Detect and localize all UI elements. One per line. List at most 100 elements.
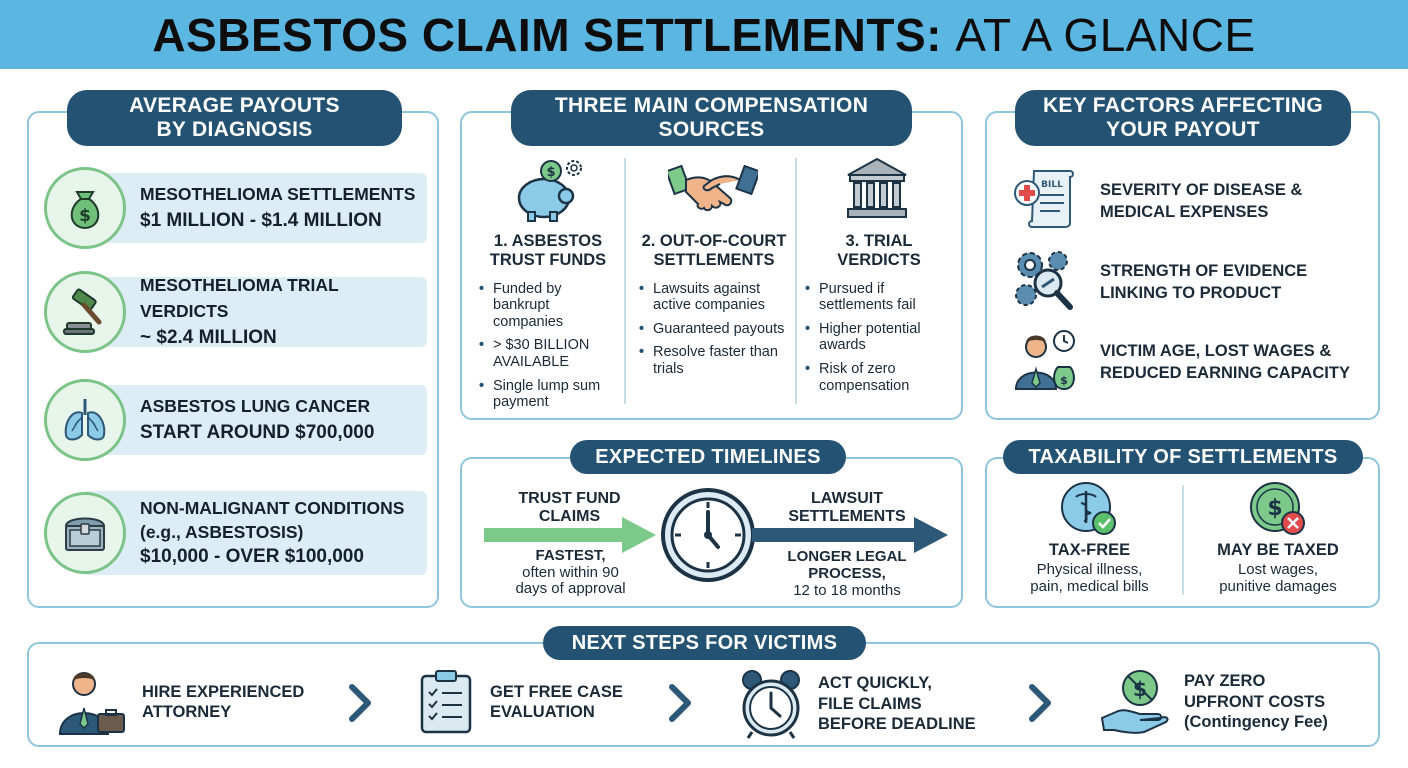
payout-value: $1 MILLION - $1.4 MILLION [140,209,382,231]
timeline-left-desc-line: often within 90 [522,563,619,581]
worker-clock-icon: $ [1012,327,1078,398]
clock-icon [661,488,755,582]
factor-victim: $ VICTIM AGE, LOST WAGES & REDUCED EARNIN… [1012,327,1372,398]
chevron-right-icon [349,684,371,722]
svg-text:$: $ [1060,374,1068,387]
source-bullet: Resolve faster than trials [638,344,794,377]
sources-heading-line1: THREE MAIN COMPENSATION [554,94,869,118]
step-text: HIRE EXPERIENCED [142,682,305,701]
payout-label: NON-MALIGNANT CONDITIONS [140,497,405,518]
sources-heading: THREE MAIN COMPENSATION SOURCES [511,90,912,146]
payout-value: START AROUND $700,000 [140,421,375,443]
source-bullet: Guaranteed payouts [638,321,794,338]
source-title: 3. TRIAL [845,232,913,250]
step-text: (Contingency Fee) [1184,713,1328,732]
medical-bill-icon: BILL [1012,167,1078,236]
source-bullet: Single lump sum payment [478,378,618,411]
payout-label: MESOTHELIOMA TRIAL VERDICTS [140,274,339,321]
svg-text:$: $ [546,165,555,180]
factor-text: MEDICAL EXPENSES [1100,202,1269,221]
factors-heading-line1: KEY FACTORS AFFECTING [1042,94,1324,118]
step-text: PAY ZERO [1184,672,1266,691]
alarm-clock-icon [742,670,800,739]
timeline-left-desc: FASTEST, often within 90 days of approva… [493,547,648,598]
payout-row-settlements: $ MESOTHELIOMA SETTLEMENTS $1 MILLION - $… [44,167,427,249]
source-subtitle: TRUST FUNDS [489,251,607,270]
factor-text: LINKING TO PRODUCT [1100,283,1282,302]
sources-heading-line2: SOURCES [658,118,765,141]
source-bullet: Funded by bankrupt companies [478,281,618,331]
taxed-title: MAY BE TAXED [1217,541,1339,559]
step-text: EVALUATION [490,703,595,721]
timeline-right-title: LAWSUIT SETTLEMENTS [772,490,922,526]
step-text: BEFORE DEADLINE [818,715,976,734]
step-text: ATTORNEY [142,703,232,721]
step-hire-attorney: HIRE EXPERIENCED ATTORNEY [56,668,304,736]
medical-check-icon [1061,482,1116,535]
factors-heading: KEY FACTORS AFFECTING YOUR PAYOUT [1015,90,1351,146]
step-free-evaluation: GET FREE CASE EVALUATION [418,668,623,736]
step-text: UPFRONT COSTS [1184,692,1326,711]
factor-text: VICTIM AGE, LOST WAGES & [1100,342,1332,361]
source-bullet: > $30 BILLION AVAILABLE [478,337,618,370]
source-bullet: Risk of zero compensation [804,361,954,394]
next-steps-heading-text: NEXT STEPS FOR VICTIMS [571,631,838,654]
factor-text: REDUCED EARNING CAPACITY [1100,363,1350,382]
timeline-right-desc-line: PROCESS, [808,564,886,582]
source-title: 1. ASBESTOS [493,232,603,250]
tax-free-title: TAX-FREE [1048,541,1131,559]
factors-heading-line2: YOUR PAYOUT [1106,118,1260,141]
payout-label: MESOTHELIOMA SETTLEMENTS [140,183,416,204]
taxed-desc: Lost wages, [1237,560,1319,578]
chevron-right-icon [1029,684,1051,722]
timeline-left-title-line: TRUST FUND [518,490,621,507]
source-bullet: Higher potential awards [804,321,954,354]
timeline-right-desc: LONGER LEGAL PROCESS, 12 to 18 months [772,548,922,599]
taxability-heading-text: TAXABILITY OF SETTLEMENTS [1028,445,1338,468]
timelines-heading: EXPECTED TIMELINES [570,440,846,474]
payout-label: ASBESTOS LUNG CANCER [140,395,371,416]
gavel-icon [44,271,126,353]
dollar-x-icon: $ [1250,482,1305,535]
timeline-right-desc-line: LONGER LEGAL [787,548,907,565]
timeline-right-title-line: LAWSUIT [811,490,883,507]
factor-evidence: STRENGTH OF EVIDENCE LINKING TO PRODUCT [1012,247,1372,318]
payout-row-lung-cancer: ASBESTOS LUNG CANCER START AROUND $700,00… [44,379,427,461]
source-subtitle: SETTLEMENTS [653,251,775,270]
step-text: ACT QUICKLY, [818,674,932,693]
tax-free-desc: pain, medical bills [1030,578,1149,596]
source-title: 2. OUT-OF-COURT [641,232,787,250]
chevron-right-icon [669,684,691,722]
chest-icon [44,492,126,574]
title-strong: ASBESTOS CLAIM SETTLEMENTS: [152,8,942,61]
taxed-desc: punitive damages [1219,578,1337,596]
fast-arrow-icon [484,517,656,553]
svg-text:$: $ [79,206,91,226]
piggy-bank-icon: $ [510,156,588,231]
payout-value: ~ $2.4 MILLION [140,327,277,348]
step-text: FILE CLAIMS [818,694,922,713]
timeline-left-title: TRUST FUND CLAIMS [497,490,642,526]
title-banner: ASBESTOS CLAIM SETTLEMENTS: AT A GLANCE [0,0,1408,69]
long-arrow-icon [752,517,948,553]
factor-text: STRENGTH OF EVIDENCE [1100,262,1308,281]
taxed-block: MAY BE TAXED Lost wages, punitive damage… [1198,541,1358,595]
payout-row-verdicts: MESOTHELIOMA TRIAL VERDICTS ~ $2.4 MILLIO… [44,271,427,353]
page-title: ASBESTOS CLAIM SETTLEMENTS: AT A GLANCE [152,8,1255,62]
timeline-left-desc-line: days of approval [515,580,626,597]
source-bullet: Pursued if settlements fail [804,281,954,314]
payouts-heading-line1: AVERAGE PAYOUTS [129,94,340,118]
tax-free-desc: Physical illness, [1036,560,1143,578]
taxability-heading: TAXABILITY OF SETTLEMENTS [1003,440,1363,474]
step-text: GET FREE CASE [490,682,623,701]
courthouse-icon [844,155,910,226]
payout-row-non-malignant: NON-MALIGNANT CONDITIONS (e.g., ASBESTOS… [44,491,427,575]
timelines-heading-text: EXPECTED TIMELINES [595,445,821,468]
clipboard-checklist-icon [420,670,472,734]
payout-value: $10,000 - OVER $100,000 [140,546,364,568]
title-light: AT A GLANCE [955,8,1256,61]
